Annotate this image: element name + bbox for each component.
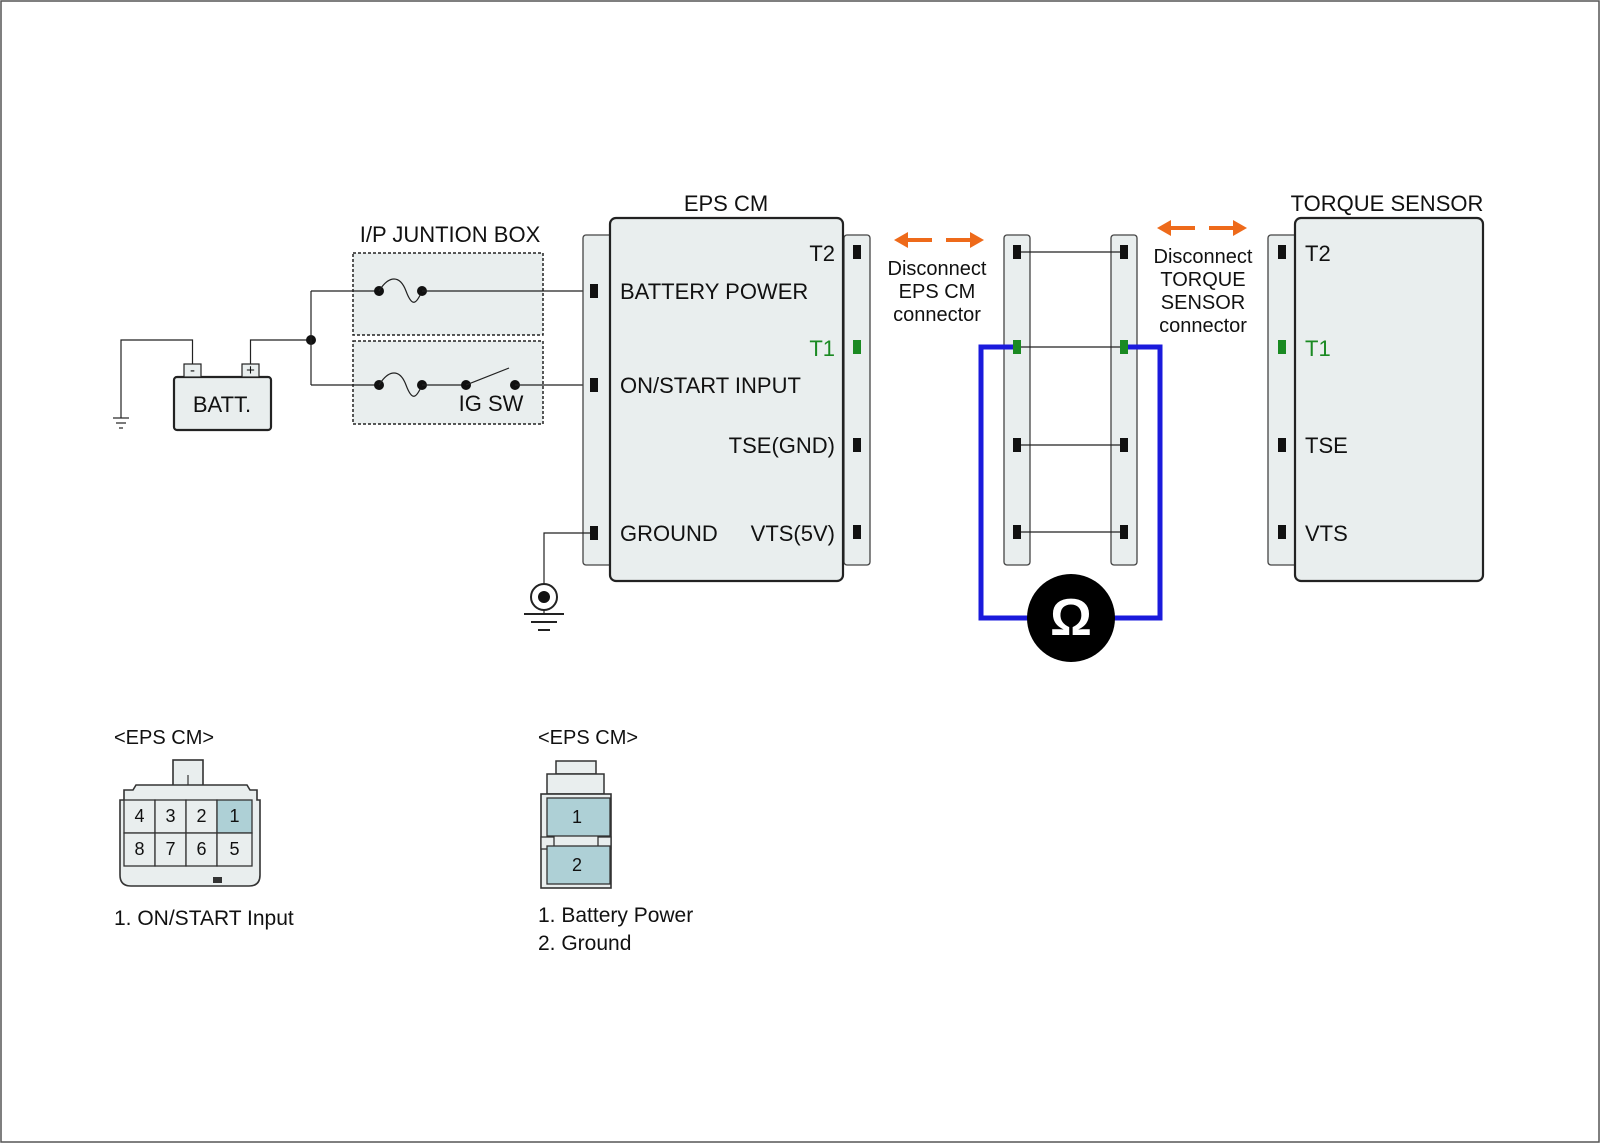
eps-cm-pin-battery xyxy=(590,284,598,298)
eps-cm-pin-ground xyxy=(590,526,598,540)
battery-label: BATT. xyxy=(193,392,251,417)
pin-cell-highlighted xyxy=(546,797,611,837)
eps-cm-body xyxy=(608,216,845,583)
pin-cell-highlighted xyxy=(216,799,253,834)
eps-cm-pin-tse xyxy=(853,438,861,452)
battery-neg-label: - xyxy=(190,362,195,379)
pin-cell xyxy=(216,832,253,867)
disconnect-torque-line-2: TORQUE xyxy=(1160,269,1245,291)
eps-cm-label-vts: VTS(5V) xyxy=(751,521,835,546)
ohmmeter-icon xyxy=(1027,574,1115,662)
battery-neg-wire xyxy=(120,339,194,418)
disconnect-eps-line-2: EPS CM xyxy=(899,281,976,303)
pin-cell xyxy=(154,832,187,867)
pin-cell xyxy=(185,832,218,867)
pin-number: 4 xyxy=(134,806,144,826)
earth-ground-icon xyxy=(524,583,564,631)
torque-label-vts: VTS xyxy=(1305,521,1348,546)
battery-pos-wire xyxy=(249,339,311,364)
pin-number: 1 xyxy=(572,807,582,827)
harness-pin xyxy=(1013,245,1021,259)
pin-number: 8 xyxy=(134,839,144,859)
pin-cell-highlighted xyxy=(546,845,611,885)
pin-number: 1 xyxy=(229,806,239,826)
eps-cm-label-ground: GROUND xyxy=(620,521,718,546)
connector-8pin-title: <EPS CM> xyxy=(114,727,214,749)
eps-cm-label-t2: T2 xyxy=(809,241,835,266)
eps-cm-pin-t2 xyxy=(853,245,861,259)
eps-cm-pin-on-start xyxy=(590,378,598,392)
harness-pin-t1 xyxy=(1120,340,1128,354)
ig-switch-label: IG SW xyxy=(459,391,524,416)
pin-number: 6 xyxy=(196,839,206,859)
connector-2pin-title: <EPS CM> xyxy=(538,727,638,749)
eps-cm-pin-t1 xyxy=(853,340,861,354)
torque-pin-t2 xyxy=(1278,245,1286,259)
disconnect-arrow-eps xyxy=(894,232,984,248)
disconnect-arrow-torque xyxy=(1157,220,1247,236)
torque-label-t1: T1 xyxy=(1305,336,1331,361)
battery-body xyxy=(172,375,273,432)
harness-pin xyxy=(1120,245,1128,259)
ohmmeter-lead-right xyxy=(1112,344,1163,621)
disconnect-torque-line-3: SENSOR xyxy=(1161,292,1245,314)
connector-8pin: 4 3 2 1 8 7 6 5 xyxy=(119,759,261,887)
harness-connector-right xyxy=(1110,234,1138,566)
torque-sensor-connector xyxy=(1267,234,1299,566)
eps-cm-title: EPS CM xyxy=(684,191,768,216)
harness-pin xyxy=(1013,438,1021,452)
junction-box-title: I/P JUNTION BOX xyxy=(360,222,541,247)
pin-number: 2 xyxy=(196,806,206,826)
ohm-symbol: Ω xyxy=(1050,589,1092,647)
harness-pin xyxy=(1120,525,1128,539)
harness-pin-t1 xyxy=(1013,340,1021,354)
battery: - + BATT. xyxy=(172,362,273,432)
disconnect-eps-line-1: Disconnect xyxy=(888,258,987,280)
chassis-ground-icon xyxy=(113,417,129,429)
torque-sensor-title: TORQUE SENSOR xyxy=(1291,191,1484,216)
connector-key xyxy=(213,877,222,883)
eps-cm-right-connector xyxy=(843,234,871,566)
ground-wire xyxy=(543,532,590,585)
torque-label-tse: TSE xyxy=(1305,433,1348,458)
pin-number: 7 xyxy=(165,839,175,859)
torque-pin-t1 xyxy=(1278,340,1286,354)
ohmmeter-lead-left xyxy=(978,344,1030,621)
pin-number: 2 xyxy=(572,855,582,875)
harness-pin xyxy=(1120,438,1128,452)
harness-pin xyxy=(1013,525,1021,539)
disconnect-torque-line-1: Disconnect xyxy=(1154,246,1253,268)
eps-cm-label-on-start: ON/START INPUT xyxy=(620,373,801,398)
pin-number: 3 xyxy=(165,806,175,826)
connector-2pin-legend-2: 2. Ground xyxy=(538,932,631,955)
torque-label-t2: T2 xyxy=(1305,241,1331,266)
torque-sensor-body xyxy=(1293,216,1485,583)
pin-cell xyxy=(123,832,156,867)
disconnect-torque-line-4: connector xyxy=(1159,315,1247,337)
connector-8pin-legend: 1. ON/START Input xyxy=(114,907,294,930)
connector-2pin: 1 2 xyxy=(540,760,612,889)
torque-pin-vts xyxy=(1278,525,1286,539)
battery-pos-label: + xyxy=(246,362,255,379)
connector-2pin-legend-1: 1. Battery Power xyxy=(538,904,693,927)
junction-box-upper xyxy=(352,252,544,336)
eps-cm-label-tse-gnd: TSE(GND) xyxy=(729,433,835,458)
eps-cm-pin-vts xyxy=(853,525,861,539)
disconnect-eps-line-3: connector xyxy=(893,304,981,326)
eps-cm-label-battery-power: BATTERY POWER xyxy=(620,279,808,304)
pin-number: 5 xyxy=(229,839,239,859)
torque-pin-tse xyxy=(1278,438,1286,452)
harness-connector-left xyxy=(1003,234,1031,566)
eps-cm-label-t1: T1 xyxy=(809,336,835,361)
